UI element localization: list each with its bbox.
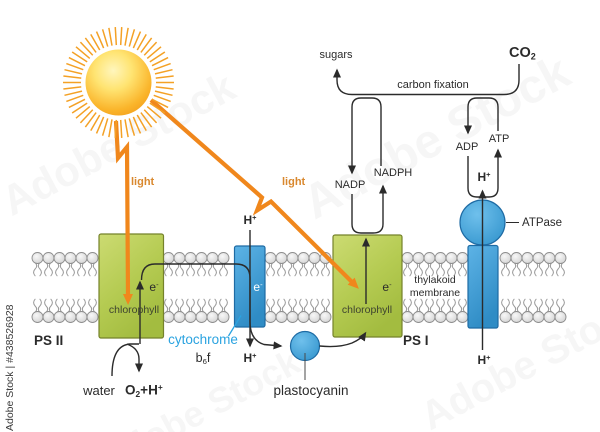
- co2-text: CO: [509, 45, 531, 61]
- electron-superscript: -: [389, 280, 392, 289]
- cytochrome-pointer-line: [227, 315, 242, 337]
- sun: [85, 49, 152, 116]
- light-label-ps1: light: [282, 176, 306, 188]
- sugars-label: sugars: [319, 49, 353, 61]
- sun-rays: [63, 27, 174, 138]
- ps1-name-label: PS I: [403, 333, 429, 348]
- nadp-label: NADP: [334, 179, 366, 191]
- arrow-water-in: [111, 343, 139, 377]
- proton-text: H: [477, 353, 487, 368]
- carbon-fixation-label: carbon fixation: [397, 79, 469, 91]
- proton-text: H: [243, 351, 253, 366]
- plastocyanin-label: plastocyanin: [273, 383, 349, 398]
- reaction-arrows: [111, 64, 520, 377]
- oxygen-o: O: [125, 382, 136, 398]
- arrow-nadp-to-nadph: [351, 184, 387, 234]
- thylakoid-membrane-label: thylakoid membrane: [410, 274, 460, 299]
- thylakoid-membrane-line2: membrane: [409, 286, 461, 299]
- thylakoid-membrane-line1: thylakoid: [414, 274, 456, 286]
- oxygen-h-superscript: +: [157, 382, 163, 392]
- cytochrome-label: cytochrome: [168, 332, 238, 347]
- electron-superscript: -: [260, 280, 263, 289]
- ps2-name-label: PS II: [34, 333, 64, 348]
- electron-text: e: [382, 280, 390, 295]
- b6f-b: b: [195, 351, 203, 365]
- chlorophyll-label-ps2: chlorophyll: [108, 304, 160, 316]
- proton-superscript: +: [252, 351, 257, 360]
- oxygen-proton-label: O2+H+: [125, 383, 163, 399]
- light-arrow-ps1: [149, 98, 359, 289]
- proton-superscript: +: [486, 353, 491, 362]
- nadph-label: NADPH: [373, 167, 413, 179]
- oxygen-h: H: [148, 382, 158, 398]
- arrow-nadph-to-nadp: [348, 97, 382, 175]
- electron-superscript: -: [156, 280, 159, 289]
- b6f-label: b6f: [195, 351, 211, 367]
- proton-text: H: [243, 213, 253, 228]
- electron-label-cytochrome: e-: [253, 281, 262, 294]
- proton-superscript: +: [486, 170, 491, 179]
- proton-text: H: [477, 170, 487, 185]
- oxygen-subscript: 2: [135, 388, 141, 399]
- proton-superscript: +: [252, 213, 257, 222]
- adp-label: ADP: [455, 141, 479, 153]
- proton-label-atpase-top: H+: [477, 171, 490, 184]
- water-label: water: [83, 383, 115, 398]
- ps2-box: [98, 233, 165, 339]
- light-arrow-ps2: [113, 120, 133, 305]
- co2-subscript: 2: [530, 51, 536, 62]
- proton-label-atpase-bottom: H+: [477, 354, 490, 367]
- electron-label-ps2: e-: [149, 281, 158, 294]
- arrow-carbon-fixation: [333, 64, 520, 96]
- proton-label-cytochrome-top: H+: [243, 214, 256, 227]
- arrow-plastocyanin-to-ps1: [319, 331, 367, 348]
- arrow-oxygen-out: [126, 343, 143, 373]
- electron-text: e: [253, 280, 261, 295]
- plus-sign: +: [140, 382, 149, 398]
- electron-label-ps1: e-: [382, 281, 391, 294]
- chlorophyll-label-ps1: chlorophyll: [341, 304, 393, 316]
- co2-label: CO2: [509, 45, 536, 62]
- ps1-box: [332, 234, 403, 338]
- proton-label-cytochrome-bottom: H+: [243, 352, 256, 365]
- arrow-electron-to-plastocyanin: [140, 263, 283, 350]
- light-arrows: [113, 98, 359, 305]
- adobe-stock-watermark: Adobe Stock | #438526928: [4, 304, 16, 432]
- thylakoid-membrane-bilayer: [31, 252, 567, 323]
- b6f-subscript: 6: [202, 357, 207, 367]
- arrow-atp-to-adp: [464, 97, 499, 135]
- electron-text: e: [149, 280, 157, 295]
- light-label-ps2: light: [131, 176, 155, 188]
- b6f-f: f: [206, 351, 211, 365]
- atp-label: ATP: [488, 133, 510, 145]
- atpase-label: ATPase: [522, 216, 563, 229]
